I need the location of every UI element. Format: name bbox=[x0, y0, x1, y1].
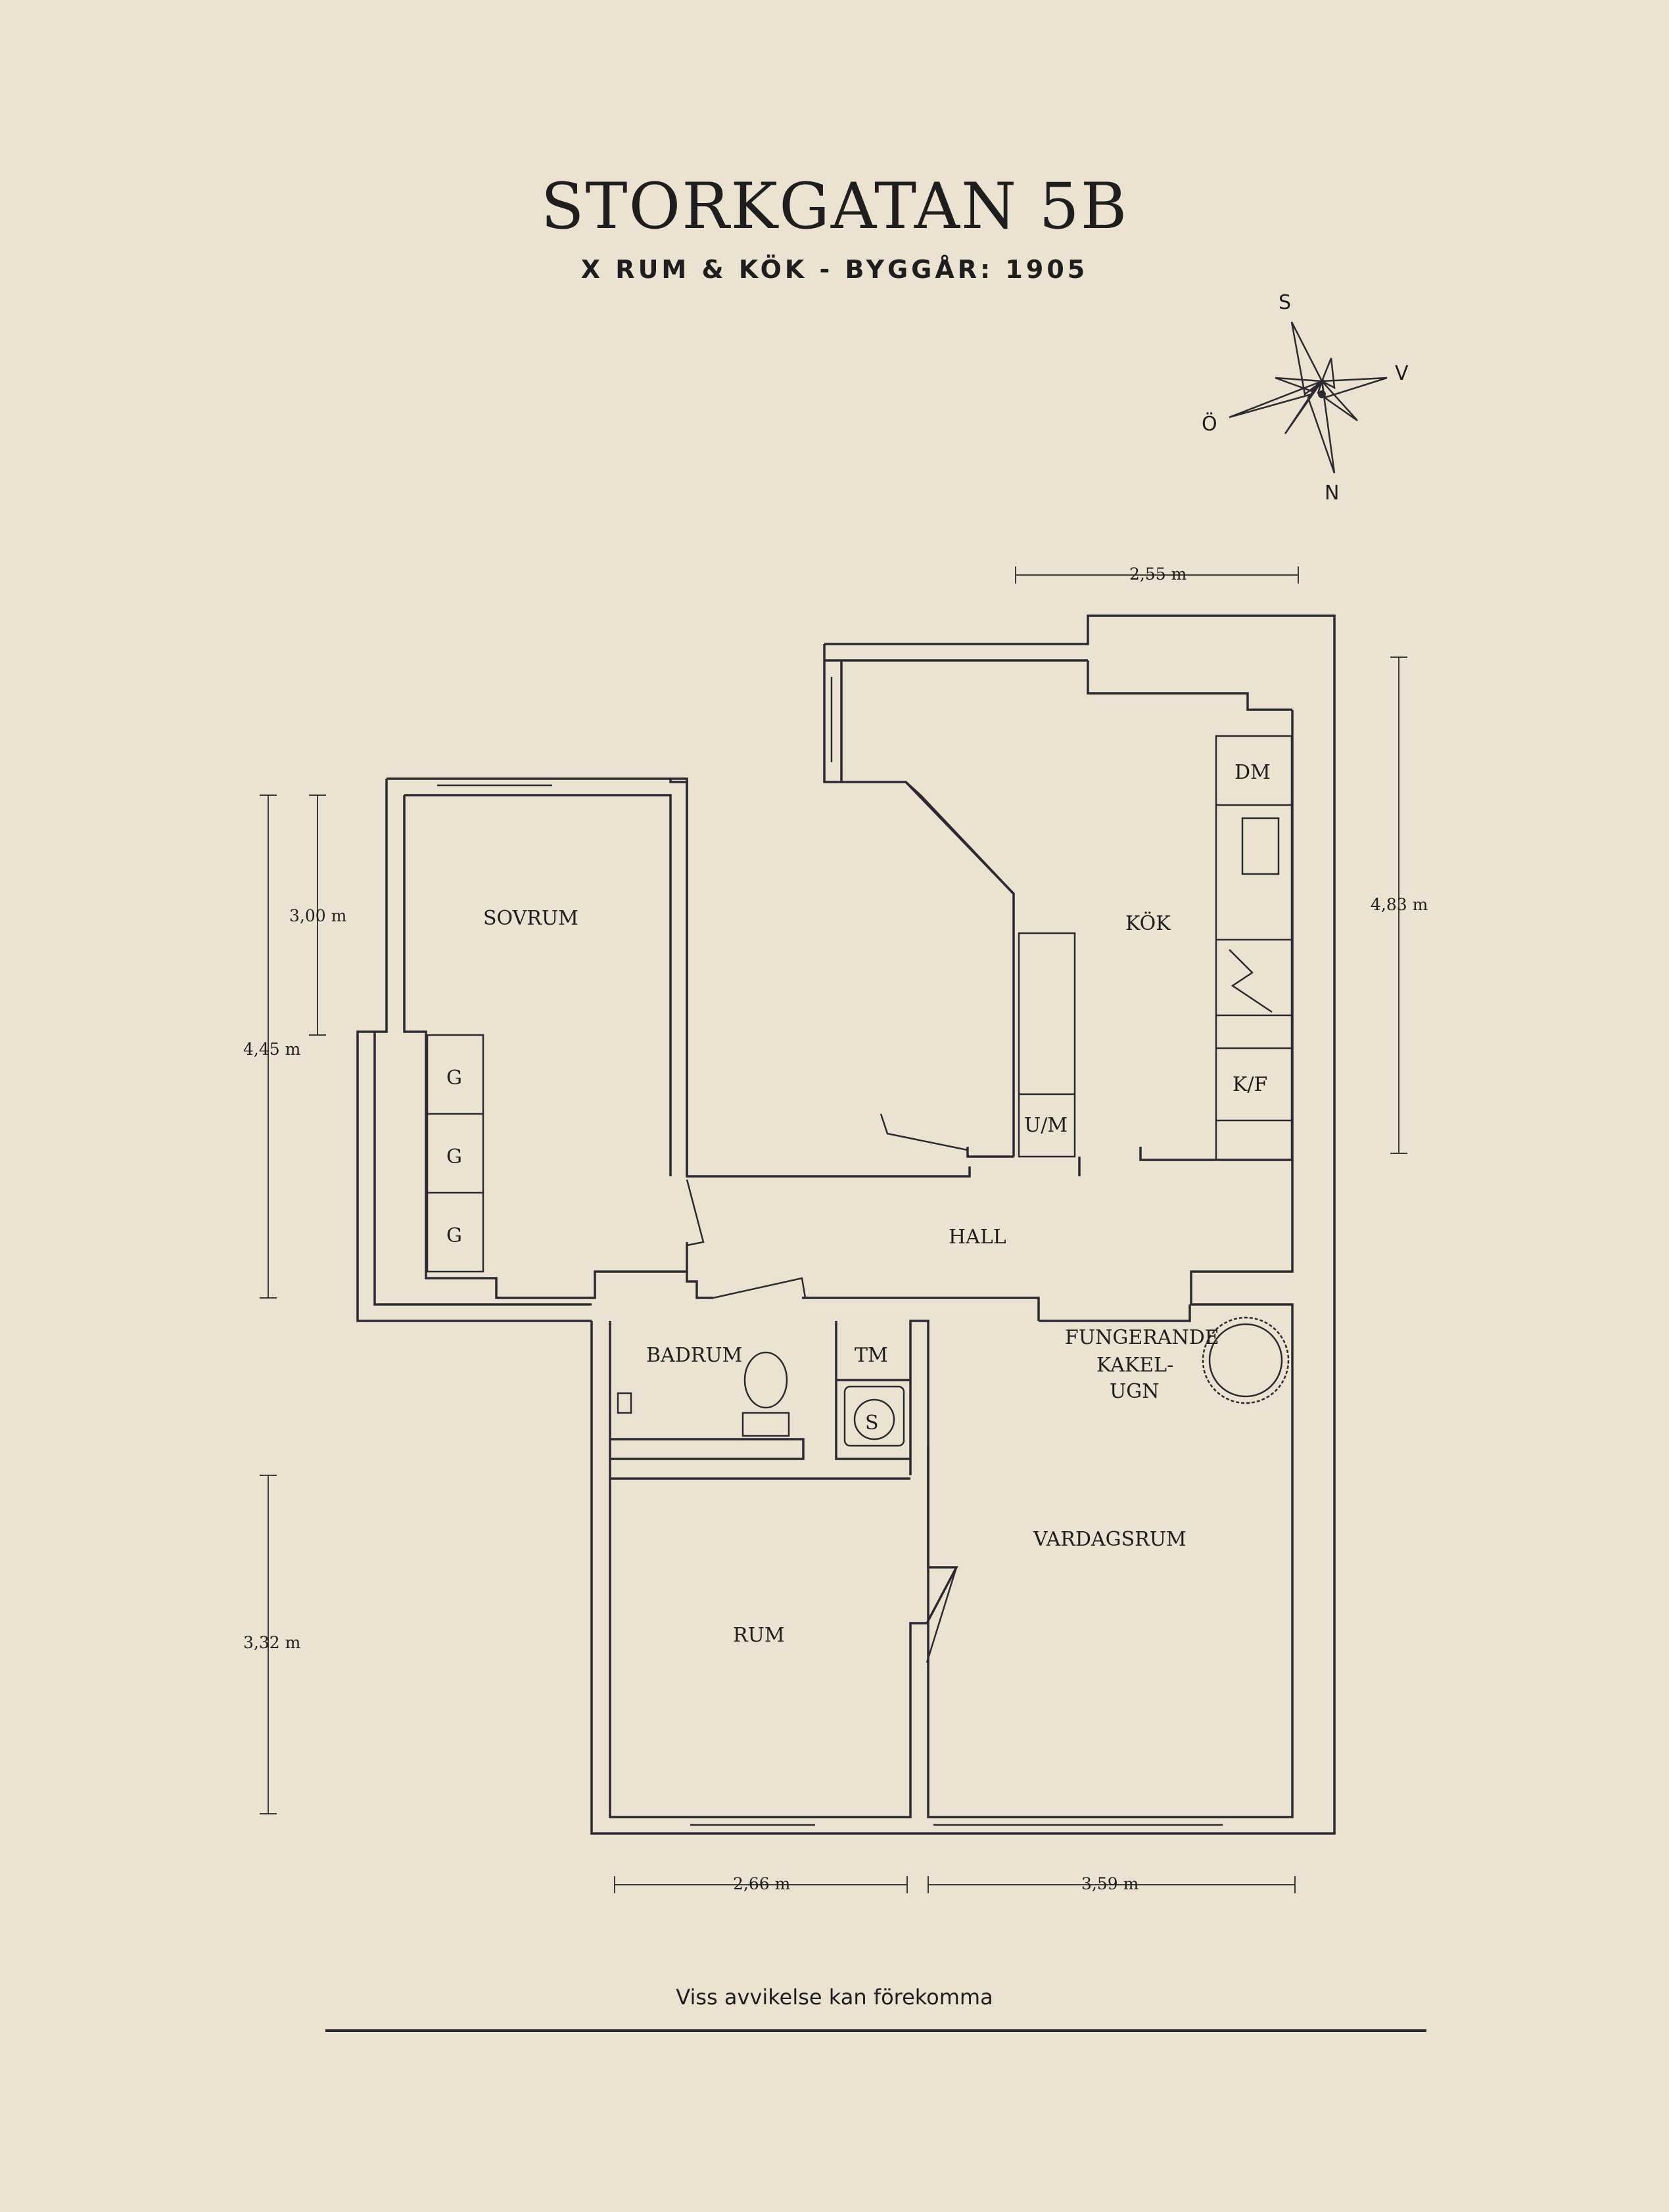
dim-kok-width: 2,55 m bbox=[1129, 565, 1187, 584]
compass-rose-icon: S V Ö N bbox=[1202, 291, 1409, 505]
kitchen-counter bbox=[1018, 735, 1293, 1161]
disclaimer: Viss avvikelse kan förekomma bbox=[676, 1985, 993, 2010]
fixture-kf: K/F bbox=[1233, 1073, 1267, 1096]
stove-label-1: FUNGERANDE bbox=[1065, 1326, 1219, 1349]
dim-sovrum-depth: 3,00 m bbox=[289, 906, 347, 925]
bathroom-fixtures bbox=[617, 1351, 905, 1447]
room-hall: HALL bbox=[949, 1226, 1006, 1249]
page-title: STORKGATAN 5B bbox=[540, 170, 1129, 243]
wardrobe-g3: G bbox=[446, 1224, 462, 1247]
dim-rum-width: 2,66 m bbox=[733, 1874, 791, 1893]
dim-rum-depth: 3,32 m bbox=[243, 1633, 301, 1652]
compass-v: V bbox=[1395, 362, 1409, 385]
walls bbox=[356, 614, 1336, 1835]
dim-sovrum-total: 4,45 m bbox=[243, 1040, 301, 1059]
dimension-lines bbox=[260, 566, 1407, 1893]
wardrobes bbox=[426, 1034, 484, 1273]
room-rum: RUM bbox=[733, 1624, 785, 1647]
wardrobe-g1: G bbox=[446, 1067, 462, 1090]
fixture-s: S bbox=[865, 1412, 879, 1435]
fixture-um: U/M bbox=[1024, 1114, 1068, 1137]
windows bbox=[437, 677, 1223, 1826]
dim-vardagsrum-width: 3,59 m bbox=[1081, 1874, 1139, 1893]
stove-label-3: UGN bbox=[1110, 1380, 1160, 1403]
page-subtitle: X RUM & KÖK - BYGGÅR: 1905 bbox=[580, 255, 1089, 284]
compass-n: N bbox=[1325, 482, 1339, 505]
compass-s: S bbox=[1279, 291, 1291, 314]
room-sovrum: SOVRUM bbox=[483, 907, 578, 930]
stove-label-2: KAKEL- bbox=[1096, 1354, 1173, 1377]
wardrobe-g2: G bbox=[446, 1145, 462, 1168]
dim-kok-depth: 4,83 m bbox=[1371, 895, 1428, 914]
fixture-tm: TM bbox=[855, 1344, 888, 1367]
room-badrum: BADRUM bbox=[646, 1344, 742, 1367]
compass-o: Ö bbox=[1202, 412, 1217, 436]
fixture-dm: DM bbox=[1234, 761, 1271, 784]
tiled-stove-icon bbox=[1202, 1316, 1290, 1404]
room-kok: KÖK bbox=[1125, 911, 1171, 935]
room-vardagsrum: VARDAGSRUM bbox=[1033, 1528, 1187, 1551]
